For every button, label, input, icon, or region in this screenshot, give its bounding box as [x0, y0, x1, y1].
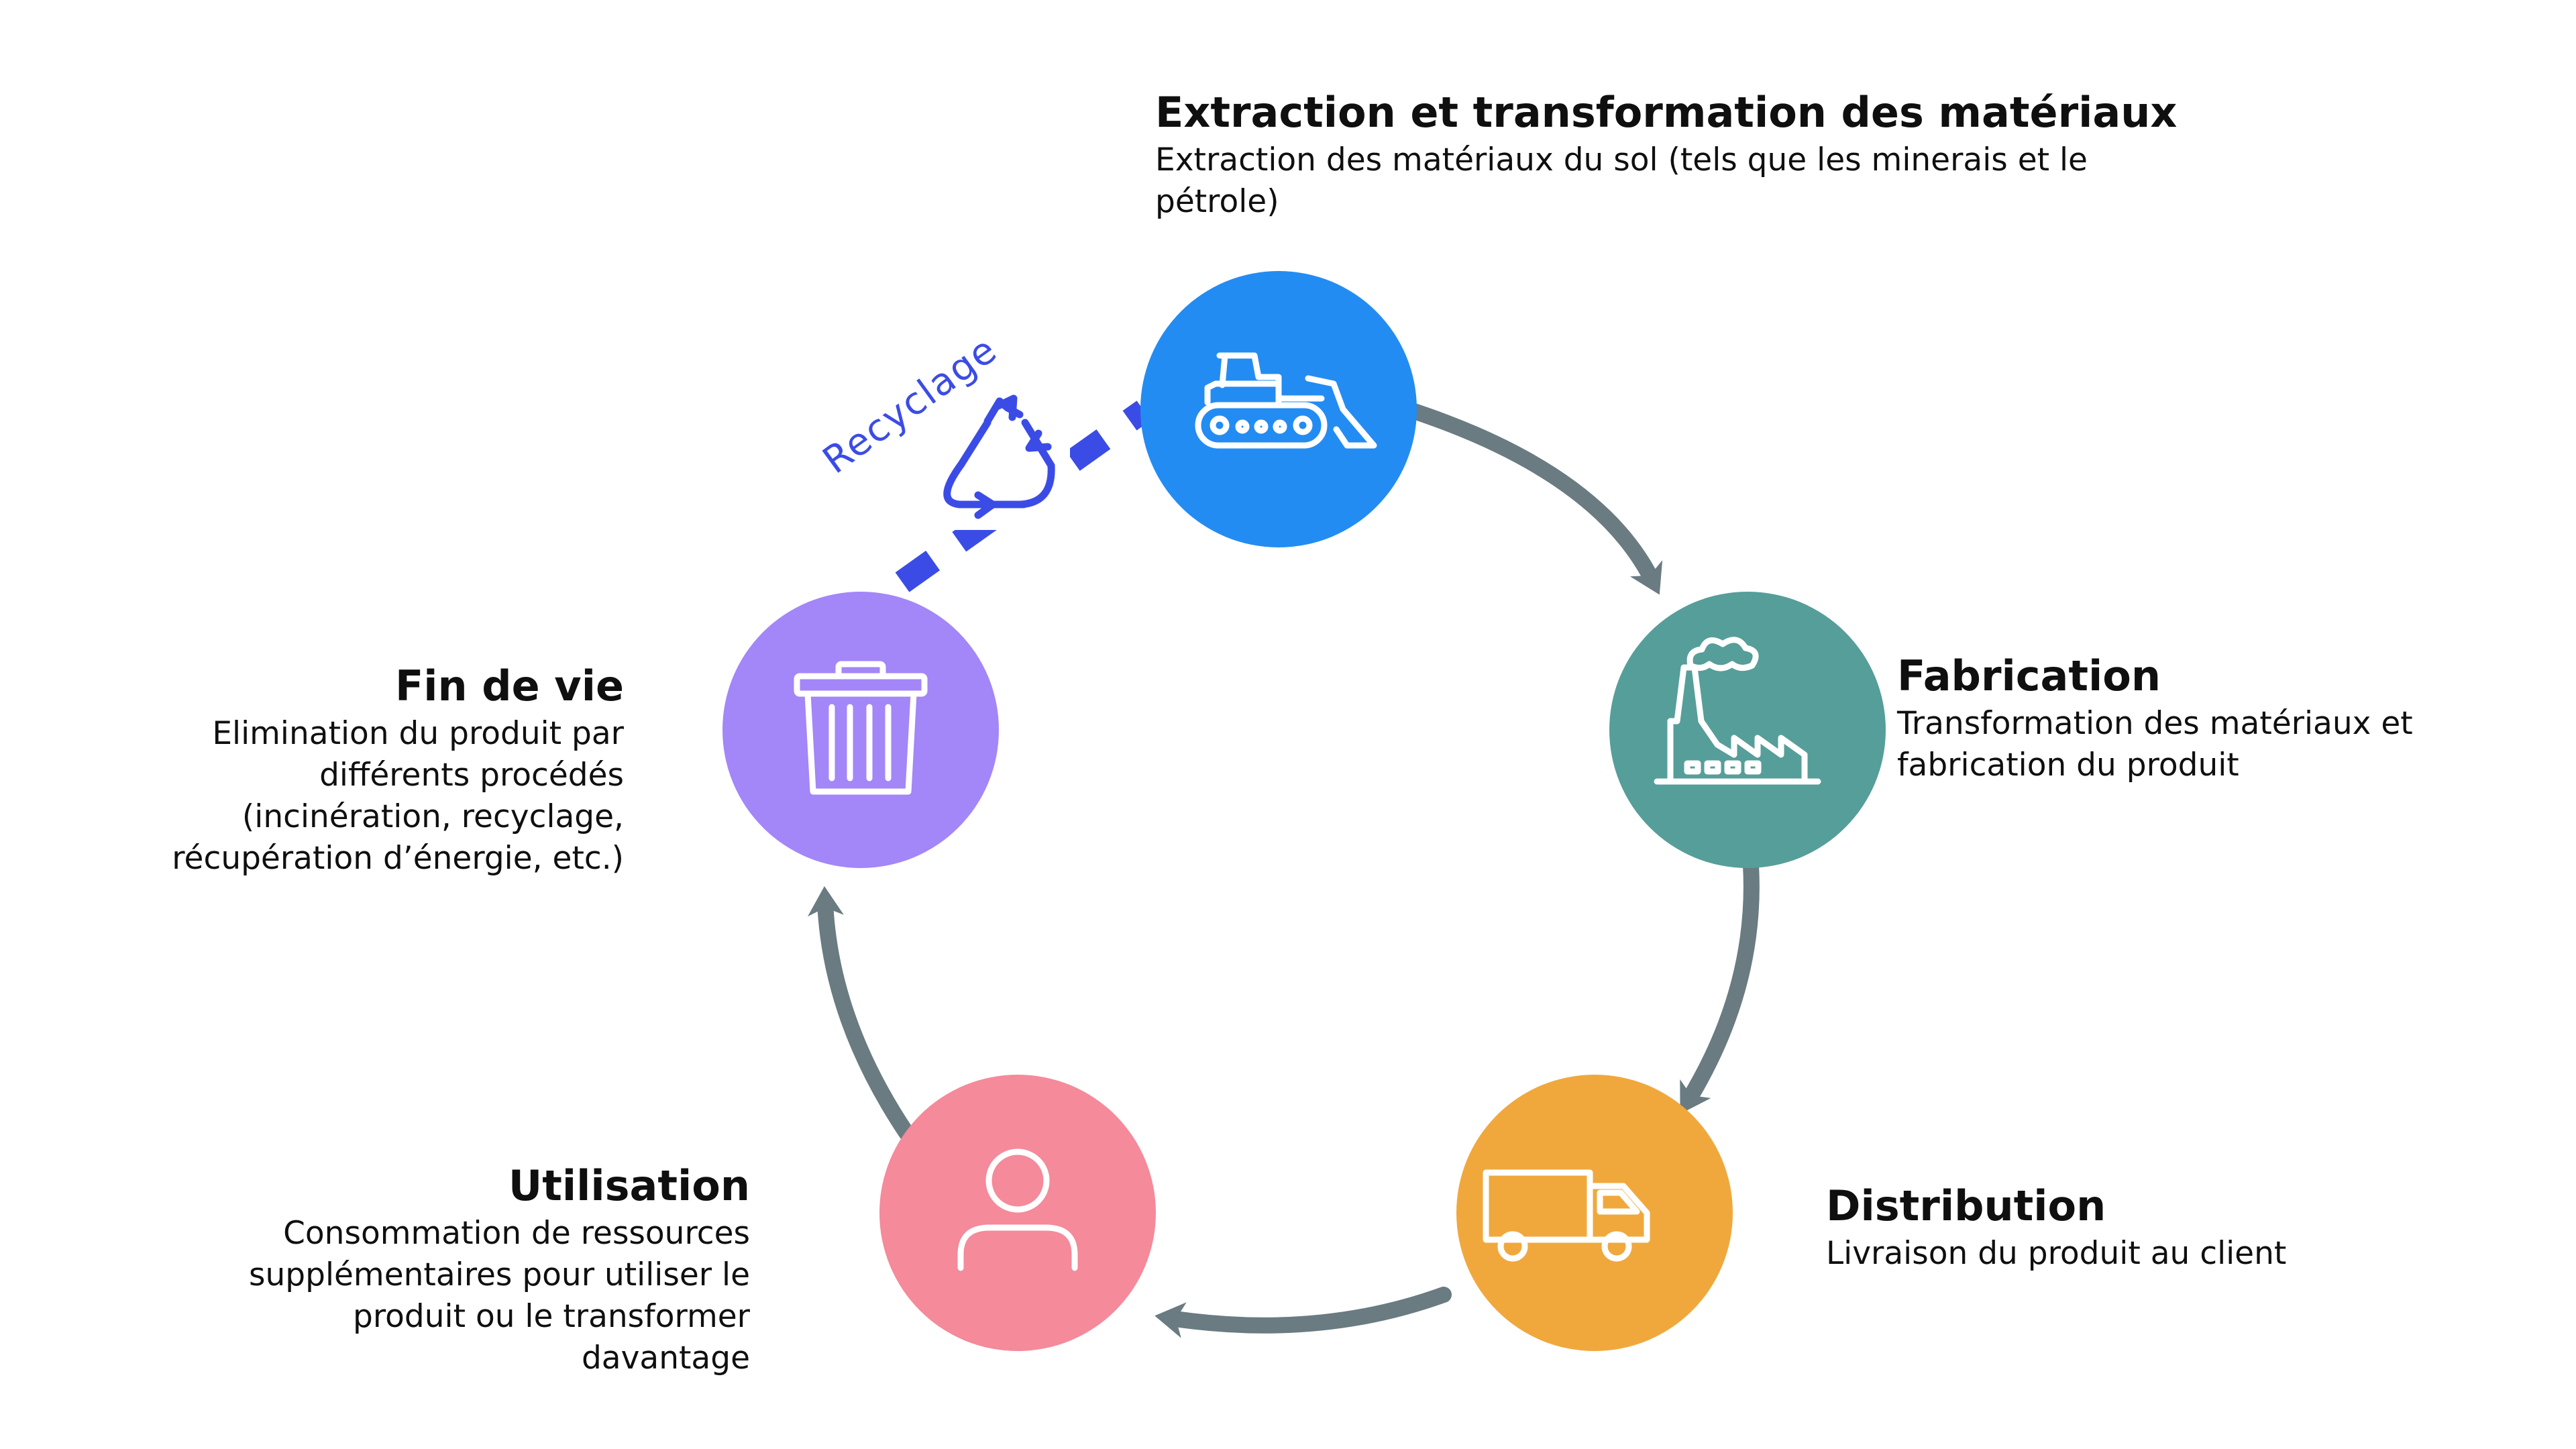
stage-distribution-title: Distribution	[1826, 1181, 2106, 1230]
stage-distribution-node	[1456, 1075, 1733, 1351]
arrow-distribution-to-utilisation	[1155, 1287, 1452, 1338]
arrow-extraction-to-fabrication	[1404, 402, 1663, 595]
stage-extraction-title: Extraction et transformation des matéria…	[1155, 88, 2178, 137]
stage-fin-de-vie-description: Elimination du produit par différents pr…	[172, 715, 624, 877]
stage-extraction-label: Extraction et transformation des matéria…	[1155, 87, 2202, 223]
bulldozer-icon	[1195, 352, 1377, 449]
stage-fabrication-title: Fabrication	[1897, 651, 2161, 700]
stage-extraction-node	[1140, 271, 1417, 547]
stage-fabrication-label: Fabrication Transformation des matériaux…	[1897, 651, 2501, 786]
stage-fabrication-node	[1609, 592, 1886, 868]
stage-fin-de-vie-label: Fin de vie Elimination du produit par di…	[114, 661, 624, 879]
stage-utilisation-circle	[879, 1075, 1156, 1351]
stage-fin-de-vie-node	[722, 592, 999, 868]
truck-icon	[1483, 1169, 1650, 1262]
stage-fin-de-vie-title: Fin de vie	[394, 661, 624, 710]
stage-fabrication-description: Transformation des matériaux et fabricat…	[1897, 705, 2413, 784]
person-icon	[957, 1148, 1078, 1271]
stage-extraction-circle	[1140, 271, 1417, 547]
stage-fabrication-circle	[1609, 592, 1886, 868]
stage-extraction-description: Extraction des matériaux du sol (tels qu…	[1155, 142, 2088, 220]
arrow-utilisation-to-fin-de-vie	[807, 886, 915, 1142]
stage-distribution-description: Livraison du produit au client	[1826, 1235, 2287, 1272]
stage-distribution-circle	[1456, 1075, 1733, 1351]
stage-distribution-label: Distribution Livraison du produit au cli…	[1826, 1181, 2430, 1275]
stage-utilisation-label: Utilisation Consommation de ressources s…	[208, 1161, 750, 1379]
stage-fin-de-vie-circle	[722, 592, 999, 868]
recycle-icon	[943, 394, 1055, 519]
arrow-fabrication-to-distribution	[1680, 857, 1760, 1114]
stage-utilisation-node	[879, 1075, 1156, 1351]
stage-utilisation-title: Utilisation	[508, 1161, 750, 1210]
factory-icon	[1654, 637, 1821, 785]
stage-utilisation-description: Consommation de ressources supplémentair…	[249, 1215, 750, 1377]
trash-bin-icon	[794, 661, 928, 795]
